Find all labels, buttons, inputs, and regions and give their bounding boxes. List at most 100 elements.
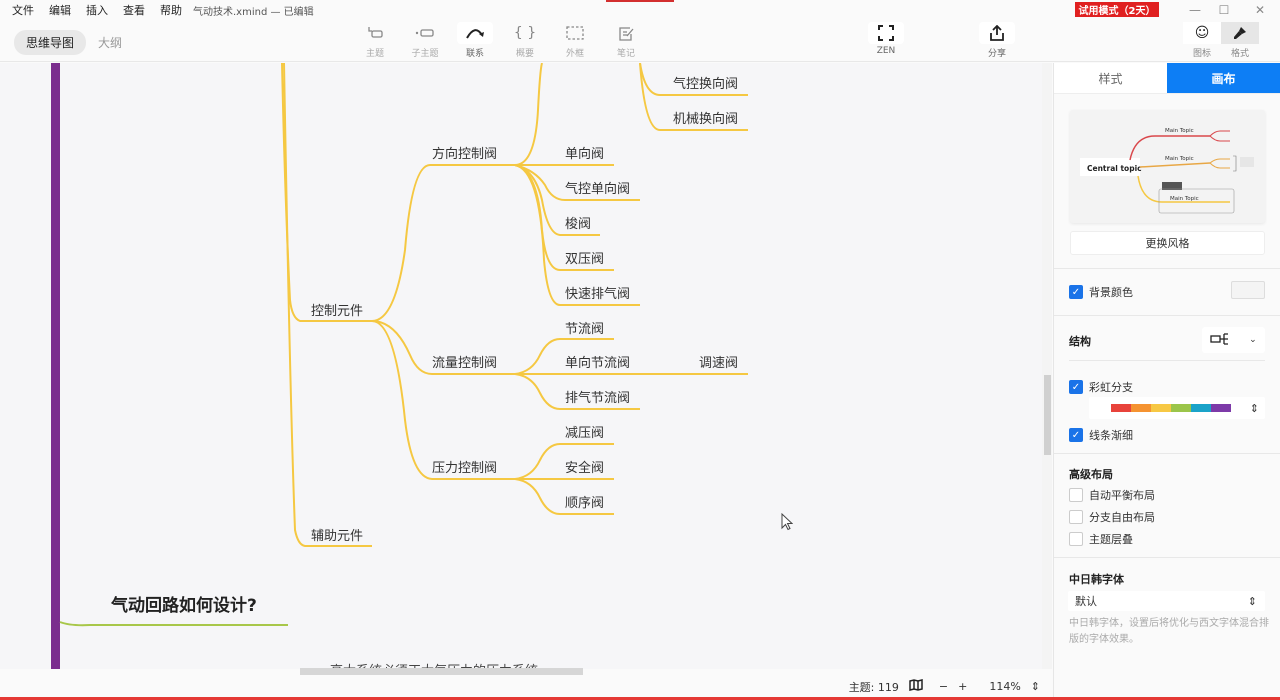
share-button[interactable]: 分享 xyxy=(977,22,1017,59)
node-shuttle-valve[interactable]: 梭阀 xyxy=(565,217,592,232)
node-one-way-throttle-valve[interactable]: 单向节流阀 xyxy=(565,356,631,371)
taper-checkbox[interactable]: ✓ xyxy=(1069,428,1083,442)
tab-outline[interactable]: 大纲 xyxy=(98,36,123,50)
structure-label: 结构 xyxy=(1069,335,1091,348)
vertical-scroll-thumb[interactable] xyxy=(1044,375,1051,455)
svg-text:Central topic: Central topic xyxy=(1087,164,1142,173)
tab-canvas[interactable]: 画布 xyxy=(1167,63,1280,94)
node-throttle-valve[interactable]: 节流阀 xyxy=(565,322,605,337)
node-speed-control-valve[interactable]: 调速阀 xyxy=(699,356,739,371)
change-style-button[interactable]: 更换风格 xyxy=(1070,231,1265,255)
view-tabs: 思维导图 大纲 xyxy=(14,30,134,55)
free-layout-row: 分支自由布局 xyxy=(1069,509,1155,525)
recording-border xyxy=(0,697,1280,700)
svg-text:Main Topic: Main Topic xyxy=(1165,156,1194,162)
relationship-button[interactable]: 联系 xyxy=(455,22,495,59)
rainbow-checkbox[interactable]: ✓ xyxy=(1069,380,1083,394)
toolbar: 思维导图 大纲 主题 子主题 联系 { } 概要 xyxy=(0,20,1280,62)
fullscreen-icon xyxy=(868,22,904,44)
zoom-out-button[interactable]: − xyxy=(938,680,949,693)
zen-button[interactable]: ZEN xyxy=(866,22,906,56)
menu-view[interactable]: 查看 xyxy=(123,4,145,17)
subtopic-button[interactable]: 子主题 xyxy=(405,22,445,59)
node-sequence-valve[interactable]: 顺序阀 xyxy=(565,496,605,511)
node-flow-control-valve[interactable]: 流量控制阀 xyxy=(432,356,498,371)
trial-badge[interactable]: 试用模式（2天） xyxy=(1075,2,1159,17)
status-bar: 主题: 119 − + 114% ⇕ xyxy=(0,676,1052,697)
advanced-layout-label: 高级布局 xyxy=(1069,468,1113,481)
node-main-topic-circuit-design[interactable]: 气动回路如何设计? xyxy=(111,596,257,616)
chevron-down-icon: ⌄ xyxy=(1249,335,1257,345)
divider xyxy=(1069,360,1265,361)
overlap-checkbox[interactable] xyxy=(1069,532,1083,546)
node-quick-exhaust-valve[interactable]: 快速排气阀 xyxy=(565,287,631,302)
menu-edit[interactable]: 编辑 xyxy=(49,4,71,17)
zoom-in-button[interactable]: + xyxy=(958,680,968,693)
topic-count: 主题: 119 xyxy=(848,680,899,694)
note-button[interactable]: 笔记 xyxy=(606,22,646,59)
menu-bar: 文件 编辑 插入 查看 帮助 气动技术.xmind — 已编辑 xyxy=(0,0,1280,20)
node-direction-control-valve[interactable]: 方向控制阀 xyxy=(432,147,498,162)
panel-tabs: 样式 画布 xyxy=(1054,63,1280,94)
node-mechanical-directional-valve[interactable]: 机械换向阀 xyxy=(673,112,739,127)
share-icon xyxy=(979,22,1015,44)
node-dual-pressure-valve[interactable]: 双压阀 xyxy=(565,252,605,267)
updown-chevron-icon: ⇕ xyxy=(1249,401,1259,415)
summary-icon: { } xyxy=(513,25,537,41)
auto-balance-checkbox[interactable] xyxy=(1069,488,1083,502)
vertical-scrollbar[interactable] xyxy=(1042,63,1052,669)
node-pilot-check-valve[interactable]: 气控单向阀 xyxy=(565,182,631,197)
node-auxiliary-elements[interactable]: 辅助元件 xyxy=(311,529,364,544)
divider xyxy=(1054,315,1280,316)
minimize-button[interactable]: — xyxy=(1189,3,1201,17)
cjk-font-select[interactable]: 默认 ⇕ xyxy=(1068,591,1265,611)
node-pneumatic-directional-valve[interactable]: 气控换向阀 xyxy=(673,77,739,92)
panel-toggle-group: ☺ 图标 格式 xyxy=(1183,22,1259,59)
horizontal-scrollbar[interactable] xyxy=(0,666,1042,676)
smiley-icon: ☺ xyxy=(1183,22,1221,44)
menu-insert[interactable]: 插入 xyxy=(86,4,108,17)
tab-style[interactable]: 样式 xyxy=(1054,63,1167,94)
topic-button[interactable]: 主题 xyxy=(355,22,395,59)
divider xyxy=(1054,453,1280,454)
icons-panel-button[interactable]: ☺ 图标 xyxy=(1183,22,1221,59)
close-button[interactable]: ✕ xyxy=(1254,3,1266,17)
document-title: 气动技术.xmind — 已编辑 xyxy=(193,6,314,18)
node-pressure-control-valve[interactable]: 压力控制阀 xyxy=(432,461,498,476)
menu-help[interactable]: 帮助 xyxy=(160,4,182,17)
overlap-row: 主题层叠 xyxy=(1069,531,1133,547)
maximize-button[interactable]: ☐ xyxy=(1218,3,1230,17)
bg-color-row: ✓ 背景颜色 xyxy=(1069,284,1133,300)
theme-preview[interactable]: Central topic Main Topic Main Topic Main… xyxy=(1070,110,1265,223)
rainbow-row: ✓ 彩虹分支 xyxy=(1069,379,1133,395)
svg-text:Main Topic: Main Topic xyxy=(1170,196,1199,202)
svg-text:Main Topic: Main Topic xyxy=(1165,128,1194,134)
rainbow-palette-select[interactable]: ⇕ xyxy=(1089,397,1265,419)
mindmap-canvas[interactable]: 气控换向阀 机械换向阀 方向控制阀 单向阀 气控单向阀 梭阀 双压阀 快速排气阀… xyxy=(0,63,1042,669)
node-control-elements[interactable]: 控制元件 xyxy=(311,304,364,319)
divider xyxy=(1054,268,1280,269)
relationship-icon xyxy=(457,22,493,44)
boundary-button[interactable]: 外框 xyxy=(555,22,595,59)
zoom-level[interactable]: 114% xyxy=(989,680,1021,693)
bg-color-checkbox[interactable]: ✓ xyxy=(1069,285,1083,299)
structure-select[interactable]: ⌄ xyxy=(1202,327,1265,353)
node-pressure-reducing-valve[interactable]: 减压阀 xyxy=(565,426,605,441)
divider xyxy=(1054,557,1280,558)
node-safety-valve[interactable]: 安全阀 xyxy=(565,461,605,476)
map-view-icon[interactable] xyxy=(909,678,923,695)
menu-file[interactable]: 文件 xyxy=(12,4,34,17)
free-layout-checkbox[interactable] xyxy=(1069,510,1083,524)
node-partially-visible[interactable]: 高大系统必须正大气压力的压力系统 xyxy=(330,660,538,669)
node-check-valve[interactable]: 单向阀 xyxy=(565,147,605,162)
horizontal-scroll-thumb[interactable] xyxy=(300,668,583,675)
rainbow-palette xyxy=(1111,404,1231,412)
node-exhaust-throttle-valve[interactable]: 排气节流阀 xyxy=(565,391,631,406)
format-panel-button[interactable]: 格式 xyxy=(1221,22,1259,59)
zoom-stepper-icon[interactable]: ⇕ xyxy=(1030,680,1040,693)
tab-mindmap[interactable]: 思维导图 xyxy=(14,30,87,55)
structure-logic-right-icon xyxy=(1210,332,1232,348)
bg-color-swatch[interactable] xyxy=(1231,281,1265,299)
summary-button[interactable]: { } 概要 xyxy=(505,22,545,59)
